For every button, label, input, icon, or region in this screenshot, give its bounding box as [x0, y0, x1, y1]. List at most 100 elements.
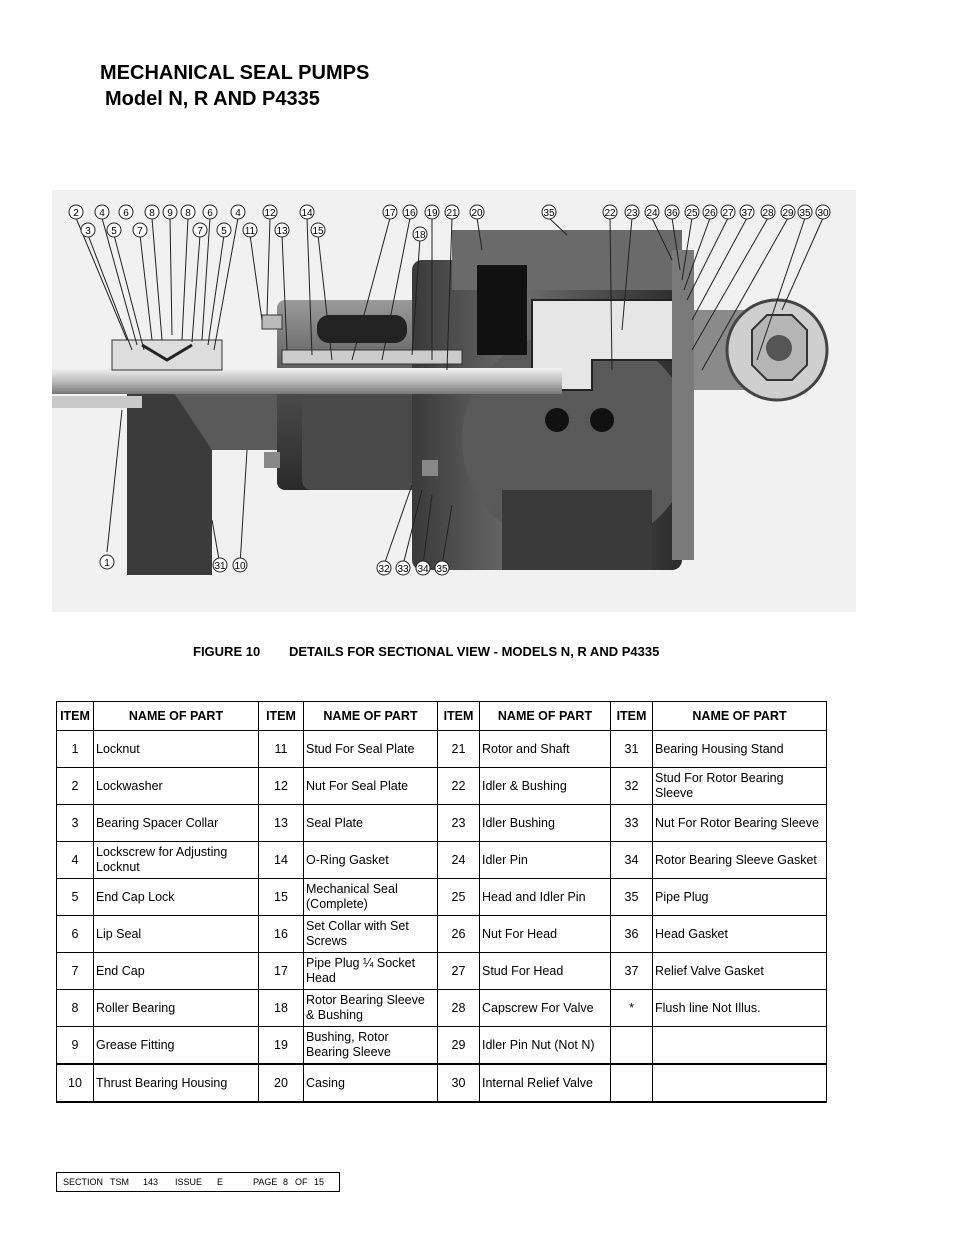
- part-name: Head and Idler Pin: [479, 878, 611, 916]
- column-header: NAME OF PART: [303, 701, 438, 731]
- item-number: 33: [610, 804, 653, 842]
- item-number: 2: [56, 767, 94, 805]
- item-number: [610, 1026, 653, 1065]
- svg-text:35: 35: [799, 208, 811, 219]
- item-number: 8: [56, 989, 94, 1027]
- callout-23-icon: 23: [624, 204, 640, 220]
- item-number: 6: [56, 915, 94, 953]
- item-number: 35: [610, 878, 653, 916]
- callout-7b-icon: 7: [192, 222, 208, 238]
- item-number: 13: [258, 804, 304, 842]
- part-name: Stud For Head: [479, 952, 611, 990]
- svg-text:12: 12: [264, 208, 276, 219]
- svg-text:28: 28: [762, 208, 774, 219]
- svg-text:1: 1: [104, 558, 110, 569]
- item-number: 22: [437, 767, 480, 805]
- svg-text:26: 26: [704, 208, 716, 219]
- part-name: Lockwasher: [93, 767, 259, 805]
- table-row: 10 Thrust Bearing Housing 20 Casing 30 I…: [56, 1063, 827, 1103]
- part-name: Internal Relief Valve: [479, 1063, 611, 1103]
- part-name: Idler Pin: [479, 841, 611, 879]
- item-number: 5: [56, 878, 94, 916]
- footer-page-label: PAGE: [253, 1177, 278, 1187]
- callout-27-icon: 27: [720, 204, 736, 220]
- svg-text:17: 17: [384, 208, 396, 219]
- callout-17-icon: 17: [382, 204, 398, 220]
- callout-35-icon: 35: [541, 204, 557, 220]
- parts-table: ITEM NAME OF PART ITEM NAME OF PART ITEM…: [56, 701, 827, 1103]
- svg-text:23: 23: [626, 208, 638, 219]
- callout-33-icon: 33: [395, 560, 411, 576]
- svg-text:25: 25: [686, 208, 698, 219]
- svg-text:6: 6: [207, 208, 213, 219]
- svg-text:20: 20: [471, 208, 483, 219]
- item-number: 11: [258, 730, 304, 768]
- part-name: Capscrew For Valve: [479, 989, 611, 1027]
- callout-25-icon: 25: [684, 204, 700, 220]
- callout-28-icon: 28: [760, 204, 776, 220]
- part-name: End Cap Lock: [93, 878, 259, 916]
- callout-31-icon: 31: [212, 557, 228, 573]
- part-name: Locknut: [93, 730, 259, 768]
- item-number: 18: [258, 989, 304, 1027]
- sectional-view-illustration: 2 3 4 5 6 7 8 9 8 7 6 5 4 11 12 13 14 15…: [52, 190, 856, 612]
- callout-13-icon: 13: [274, 222, 290, 238]
- svg-text:10: 10: [234, 561, 246, 572]
- part-name: [652, 1063, 827, 1103]
- table-row: 7 End Cap 17 Pipe Plug ¼ Socket Head 27 …: [56, 952, 827, 990]
- callout-20-icon: 20: [469, 204, 485, 220]
- item-number: 30: [437, 1063, 480, 1103]
- svg-text:14: 14: [301, 208, 313, 219]
- callout-29-icon: 29: [780, 204, 796, 220]
- callout-5-icon: 5: [106, 222, 122, 238]
- figure-caption-text: DETAILS FOR SECTIONAL VIEW - MODELS N, R…: [289, 644, 660, 659]
- svg-text:31: 31: [214, 561, 226, 572]
- callout-11-icon: 11: [242, 222, 258, 238]
- svg-text:3: 3: [85, 226, 91, 237]
- part-name: Nut For Seal Plate: [303, 767, 438, 805]
- part-name: Nut For Rotor Bearing Sleeve: [652, 804, 827, 842]
- item-number: 23: [437, 804, 480, 842]
- item-number: 28: [437, 989, 480, 1027]
- callout-15-icon: 15: [310, 222, 326, 238]
- table-row: 8 Roller Bearing 18 Rotor Bearing Sleeve…: [56, 989, 827, 1027]
- column-header: ITEM: [258, 701, 304, 731]
- callout-34-icon: 34: [415, 560, 431, 576]
- part-name: Rotor and Shaft: [479, 730, 611, 768]
- svg-text:13: 13: [276, 226, 288, 237]
- item-number: 34: [610, 841, 653, 879]
- callout-10-icon: 10: [232, 557, 248, 573]
- item-number: 21: [437, 730, 480, 768]
- part-name: Grease Fitting: [93, 1026, 259, 1065]
- item-number: 17: [258, 952, 304, 990]
- svg-text:7: 7: [137, 226, 143, 237]
- callout-1-icon: 1: [99, 554, 115, 570]
- part-name: Stud For Rotor Bearing Sleeve: [652, 767, 827, 805]
- svg-text:4: 4: [99, 208, 105, 219]
- callout-14-icon: 14: [299, 204, 315, 220]
- item-number: 37: [610, 952, 653, 990]
- callout-12-icon: 12: [262, 204, 278, 220]
- column-header: NAME OF PART: [93, 701, 259, 731]
- callout-4-icon: 4: [94, 204, 110, 220]
- column-header: ITEM: [437, 701, 480, 731]
- callout-18-icon: 18: [412, 226, 428, 242]
- footer-page-value: 8: [283, 1177, 289, 1187]
- part-name: Relief Valve Gasket: [652, 952, 827, 990]
- footer-section-label: SECTION: [63, 1177, 104, 1187]
- table-row: 9 Grease Fitting 19 Bushing, Rotor Beari…: [56, 1026, 827, 1065]
- page-title: MECHANICAL SEAL PUMPS Model N, R AND P43…: [100, 60, 369, 112]
- column-header: NAME OF PART: [479, 701, 611, 731]
- svg-text:36: 36: [666, 208, 678, 219]
- svg-text:4: 4: [235, 208, 241, 219]
- item-number: 26: [437, 915, 480, 953]
- part-name: Stud For Seal Plate: [303, 730, 438, 768]
- item-number: 3: [56, 804, 94, 842]
- table-row: 5 End Cap Lock 15 Mechanical Seal (Compl…: [56, 878, 827, 916]
- footer-of-value: 15: [314, 1177, 325, 1187]
- callout-32-icon: 32: [376, 560, 392, 576]
- callout-30-icon: 30: [815, 204, 831, 220]
- table-row: 6 Lip Seal 16 Set Collar with Set Screws…: [56, 915, 827, 953]
- item-number: 4: [56, 841, 94, 879]
